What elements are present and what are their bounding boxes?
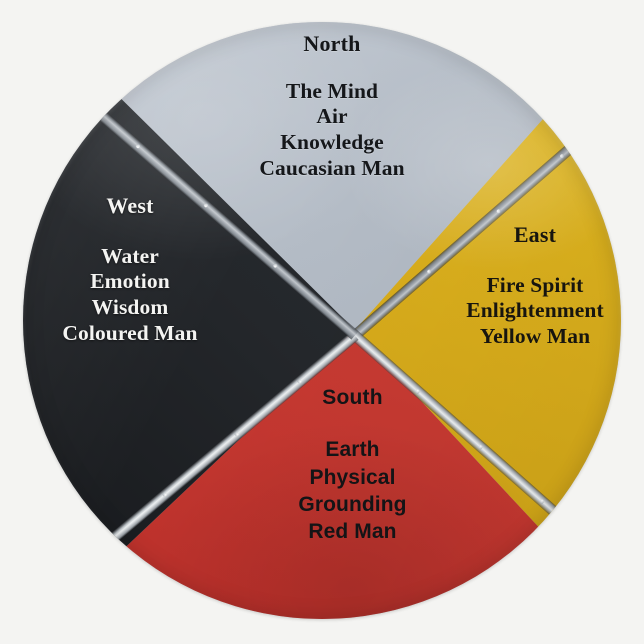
medicine-wheel (23, 22, 621, 619)
